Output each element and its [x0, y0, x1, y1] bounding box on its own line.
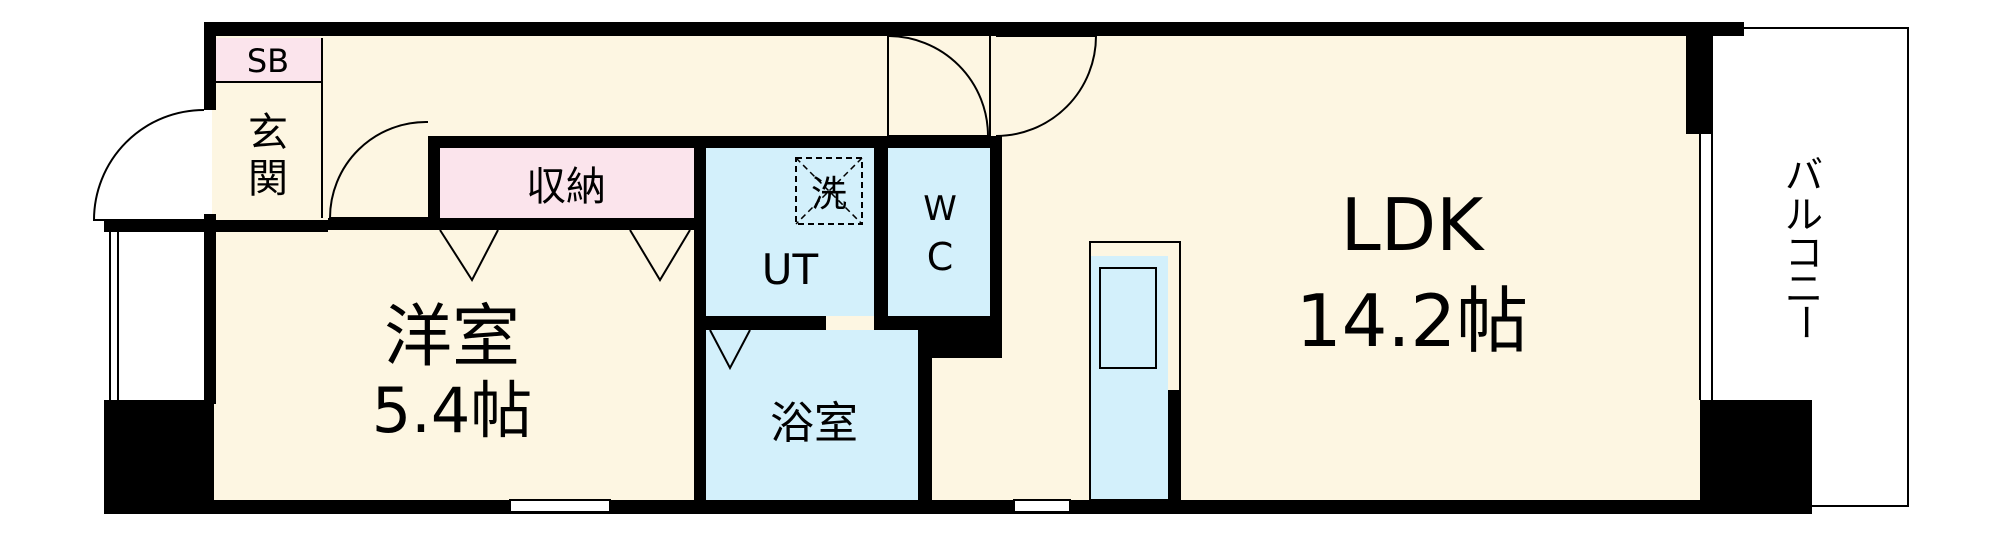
wall-left-upper	[204, 22, 216, 110]
wall-bath-right	[918, 330, 932, 506]
ldk-name: LDK	[1341, 183, 1486, 267]
wc-label-2: C	[927, 235, 954, 279]
wall-bath-corner	[918, 330, 1002, 358]
wall-wet-top	[706, 136, 996, 148]
storage-floor	[440, 148, 696, 218]
sb-floor	[216, 38, 322, 82]
bath-door	[709, 329, 751, 371]
wall-bottom	[104, 500, 1714, 514]
entrance-label-1: 玄	[248, 110, 288, 156]
wall-bath-top	[706, 316, 826, 330]
washer-diag-b	[795, 157, 863, 225]
wc-label-1: W	[923, 189, 957, 229]
wall-wc-right	[990, 136, 1002, 358]
ut-floor	[706, 148, 874, 316]
ut-label: UT	[762, 245, 819, 294]
wall-left-mid	[204, 214, 216, 404]
balcony-char-2: ル	[1785, 193, 1823, 237]
entrance-door-swing	[92, 109, 205, 221]
wall-top	[204, 22, 1744, 36]
balcony-char-5: ー	[1783, 303, 1827, 341]
wall-ut-right	[874, 136, 888, 316]
wall-left-lower	[104, 400, 214, 514]
balcony-char-1: バ	[1785, 153, 1823, 197]
closet-door-b	[629, 229, 691, 282]
wall-wc-bottom	[874, 316, 1002, 330]
entrance-label-2: 関	[248, 156, 288, 202]
wall-right-upper	[1686, 22, 1712, 134]
washer-box	[795, 157, 863, 225]
wall-storage-left	[428, 136, 440, 218]
wc-floor	[888, 148, 990, 316]
balcony-char-3: コ	[1785, 231, 1823, 275]
sb-label: SB	[247, 42, 289, 80]
bath-label: 浴室	[770, 398, 858, 449]
window-bottom-ldk	[1013, 499, 1071, 513]
washer-diag-a	[795, 157, 863, 225]
bath-floor	[706, 330, 918, 500]
wall-entrance-bottom	[104, 220, 328, 232]
balcony-char-4: ニ	[1785, 267, 1823, 311]
western-room-name: 洋室	[384, 298, 520, 377]
wall-kitchen	[1168, 390, 1180, 502]
balcony-outline	[1711, 27, 1909, 507]
kitchen-sink	[1099, 267, 1157, 369]
western-door-swing	[328, 120, 429, 219]
storage-label: 収納	[526, 164, 606, 210]
wall-right-lower	[1700, 400, 1812, 514]
hall-door-swing-left	[887, 35, 990, 137]
window-bottom-western	[509, 499, 611, 513]
kitchen-counter-outline	[1089, 241, 1181, 501]
wall-bath-left	[694, 136, 706, 506]
closet-door-a	[439, 229, 499, 282]
washer-label: 洗	[811, 174, 847, 215]
wall-storage-top	[428, 136, 702, 148]
western-room-size: 5.4帖	[372, 374, 533, 447]
hall-door-swing-right	[995, 35, 1098, 137]
ldk-size: 14.2帖	[1296, 279, 1528, 363]
wall-storage-bottom	[328, 218, 702, 230]
